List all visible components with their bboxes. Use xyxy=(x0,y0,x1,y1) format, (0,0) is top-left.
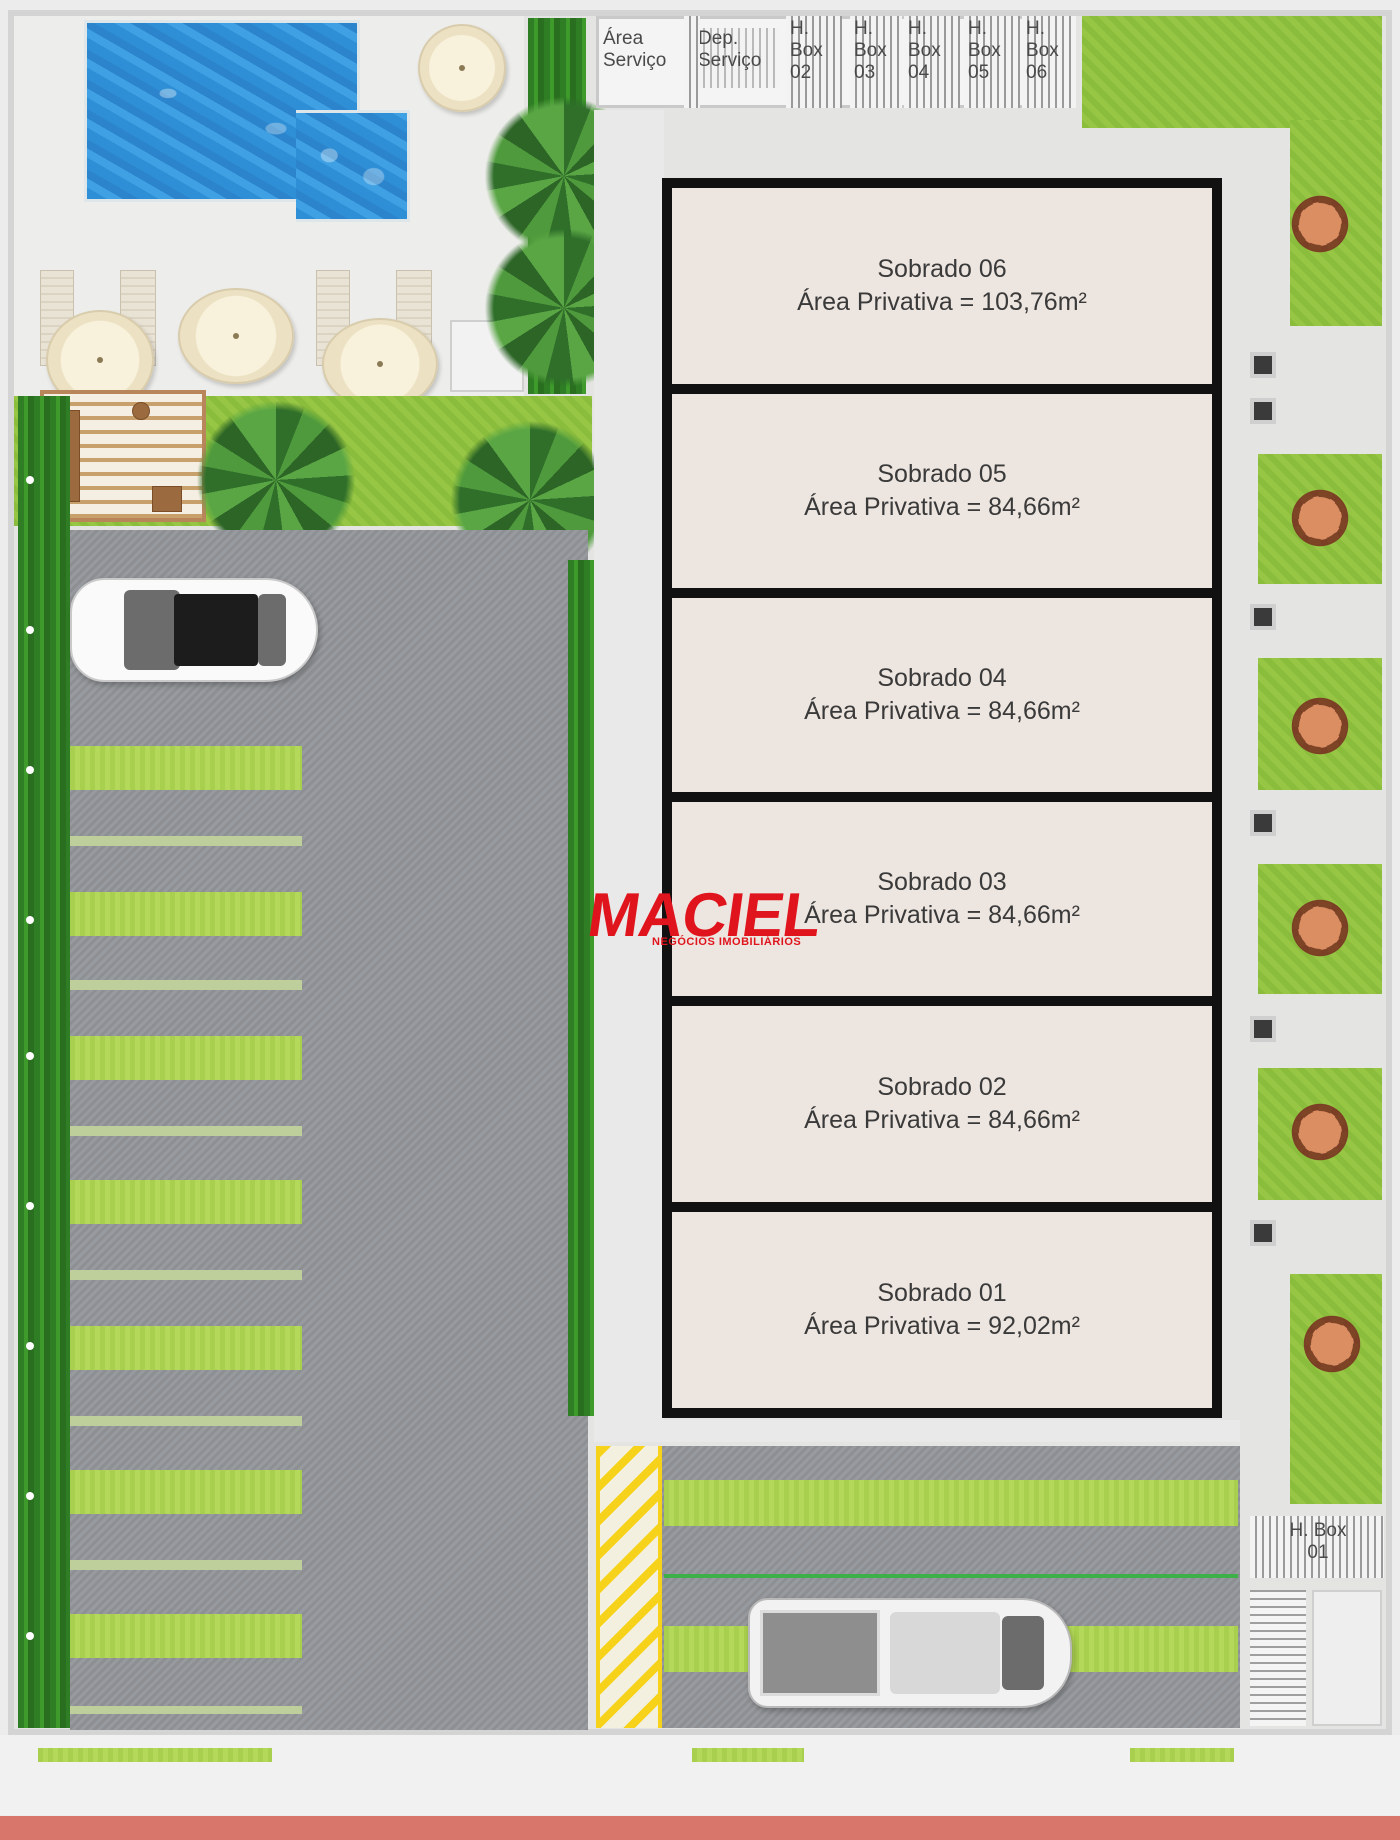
parking-divider xyxy=(70,1126,302,1136)
utility-meter xyxy=(1250,1220,1276,1246)
garden-lamp xyxy=(26,1492,34,1500)
townhouse-block xyxy=(662,178,1222,1418)
outdoor-table-icon xyxy=(1282,688,1358,764)
truck-cab xyxy=(890,1612,1000,1694)
box-06-label: H. Box 06 xyxy=(1026,18,1059,83)
garden-chair xyxy=(152,486,182,512)
car-roof xyxy=(174,594,258,666)
outdoor-table-icon xyxy=(1282,1094,1358,1170)
utility-meter xyxy=(1250,352,1276,378)
center-hedge xyxy=(568,560,594,1416)
truck-windshield xyxy=(1002,1616,1044,1690)
unit-name: Sobrado 03 xyxy=(877,868,1007,896)
truck-bed xyxy=(760,1610,880,1696)
sidewalk-planter xyxy=(692,1748,804,1762)
car-rear-window xyxy=(258,594,286,666)
umbrella-icon xyxy=(178,288,294,384)
garden-lamp xyxy=(26,1342,34,1350)
unit-area: Área Privativa = 84,66m² xyxy=(804,901,1080,929)
unit-name: Sobrado 04 xyxy=(877,664,1007,692)
sidewalk-planter xyxy=(1130,1748,1234,1762)
parking-grass-strip xyxy=(664,1480,1238,1526)
dep-servico-label: Dep. Serviço xyxy=(698,28,780,88)
unit-name: Sobrado 06 xyxy=(877,255,1007,283)
parking-grass-strip xyxy=(70,892,302,936)
backyard-lawn-top xyxy=(1082,16,1382,128)
unit-name: Sobrado 02 xyxy=(877,1073,1007,1101)
lower-drive xyxy=(594,1420,1240,1442)
umbrella-icon xyxy=(322,318,438,410)
unit-area: Área Privativa = 84,66m² xyxy=(804,493,1080,521)
unit-sobrado-04[interactable]: Sobrado 04 Área Privativa = 84,66m² xyxy=(672,598,1212,792)
box-03-label: H. Box 03 xyxy=(854,18,887,83)
parking-divider xyxy=(70,1270,302,1280)
outdoor-table-icon xyxy=(1282,186,1358,262)
parking-grass-strip xyxy=(70,746,302,790)
box-06 xyxy=(1022,16,1076,108)
box-02-label: H. Box 02 xyxy=(790,18,823,83)
street xyxy=(0,1816,1400,1840)
unit-area: Área Privativa = 103,76m² xyxy=(797,288,1087,316)
unit-sobrado-06[interactable]: Sobrado 06 Área Privativa = 103,76m² xyxy=(672,188,1212,384)
unit-area: Área Privativa = 84,66m² xyxy=(804,697,1080,725)
sidewalk-planter xyxy=(38,1748,272,1762)
unit-name: Sobrado 05 xyxy=(877,460,1007,488)
garden-lamp xyxy=(26,476,34,484)
service-hatch xyxy=(684,16,700,108)
utility-meter xyxy=(1250,810,1276,836)
box-03 xyxy=(850,16,902,108)
unit-name: Sobrado 01 xyxy=(877,1279,1007,1307)
area-servico-label: Área Serviço xyxy=(603,28,667,71)
maciel-tagline: NEGÓCIOS IMOBILIÁRIOS xyxy=(652,936,802,948)
parking-divider xyxy=(70,1560,302,1570)
box-04-label: H. Box 04 xyxy=(908,18,941,83)
parking-divider xyxy=(70,836,302,846)
unit-sobrado-02[interactable]: Sobrado 02 Área Privativa = 84,66m² xyxy=(672,1006,1212,1202)
outdoor-table-icon xyxy=(1282,890,1358,966)
utility-meter xyxy=(1250,398,1276,424)
parking-grass-strip xyxy=(70,1326,302,1370)
garden-lamp xyxy=(26,1202,34,1210)
box-05 xyxy=(964,16,1020,108)
parking-grass-strip xyxy=(70,1470,302,1514)
entry-landing xyxy=(1312,1590,1382,1726)
utility-meter xyxy=(1250,1016,1276,1042)
parking-divider xyxy=(70,1416,302,1426)
unit-area: Área Privativa = 92,02m² xyxy=(804,1312,1080,1340)
garden-lamp xyxy=(26,766,34,774)
unit-sobrado-03[interactable]: Sobrado 03 Área Privativa = 84,66m² xyxy=(672,802,1212,996)
parking-grass-strip xyxy=(70,1180,302,1224)
box-05-label: H. Box 05 xyxy=(968,18,1001,83)
unit-area: Área Privativa = 84,66m² xyxy=(804,1106,1080,1134)
garden-lamp xyxy=(26,626,34,634)
garden-chair xyxy=(132,402,150,420)
box-01-label: H. Box 01 xyxy=(1289,1520,1347,1563)
garden-lamp xyxy=(26,1632,34,1640)
box-04 xyxy=(904,16,960,108)
outdoor-table-icon xyxy=(1282,480,1358,556)
swimming-pool-extension xyxy=(296,110,410,222)
parking-divider xyxy=(70,980,302,990)
outdoor-table-icon xyxy=(1294,1306,1370,1382)
left-hedge xyxy=(18,396,70,1728)
parking-grass-strip xyxy=(70,1036,302,1080)
sidewalk xyxy=(0,1735,1400,1815)
unit-sobrado-05[interactable]: Sobrado 05 Área Privativa = 84,66m² xyxy=(672,394,1212,588)
garden-lamp xyxy=(26,916,34,924)
parking-divider xyxy=(70,1706,302,1714)
umbrella-icon xyxy=(418,24,506,112)
box-02 xyxy=(786,16,842,108)
parking-grass-strip xyxy=(70,1614,302,1658)
stairs xyxy=(1250,1590,1306,1726)
parking-green-line xyxy=(664,1574,1238,1578)
caution-stripes xyxy=(596,1446,662,1728)
box-01 xyxy=(1250,1516,1384,1578)
pool-corner-deck xyxy=(360,20,415,108)
utility-meter xyxy=(1250,604,1276,630)
car-windshield xyxy=(124,590,180,670)
garden-lamp xyxy=(26,1052,34,1060)
drive-lane xyxy=(594,110,664,1430)
unit-sobrado-01[interactable]: Sobrado 01 Área Privativa = 92,02m² xyxy=(672,1212,1212,1408)
